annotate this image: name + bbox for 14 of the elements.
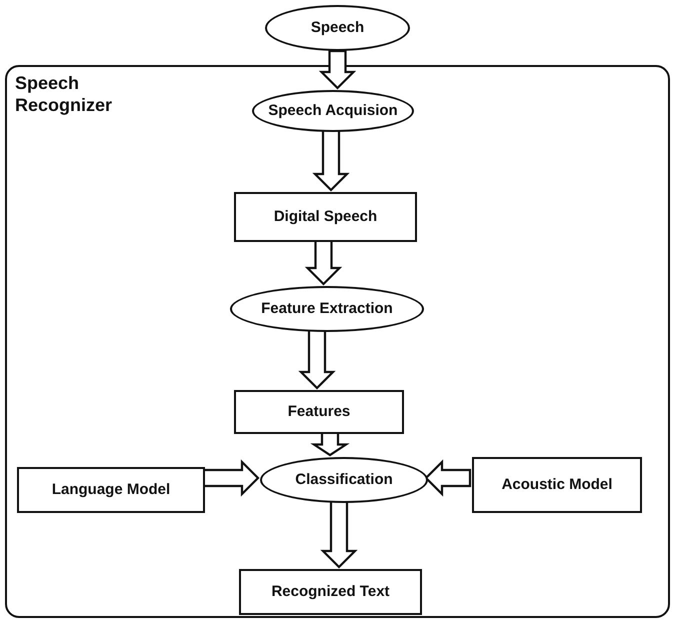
group-frame [5,65,670,618]
data-box: Features [234,390,404,434]
data-box: Language Model [17,467,205,513]
block-arrow [318,50,356,90]
process-ellipse: Feature Extraction [230,286,424,332]
data-box: Digital Speech [234,192,417,242]
process-ellipse: Speech Acquision [252,90,414,132]
process-ellipse: Speech [265,5,410,51]
data-box: Acoustic Model [472,457,642,513]
process-ellipse: Classification [260,457,428,503]
block-arrow [298,328,336,390]
block-arrow [424,459,472,497]
data-box: Recognized Text [239,569,422,615]
group-title: Speech Recognizer [15,73,114,116]
